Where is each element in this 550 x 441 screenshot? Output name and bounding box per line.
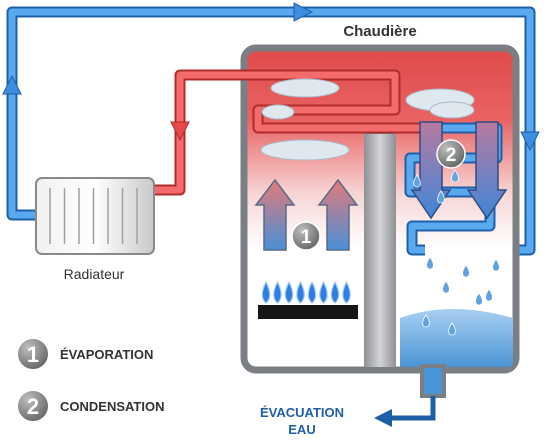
flame-icon (296, 280, 305, 304)
arrow-up-icon (254, 178, 359, 251)
flame-icon (261, 280, 351, 304)
boiler-title: Chaudière (343, 23, 416, 40)
arrow-right-icon (293, 2, 314, 22)
drain-label-line1: ÉVACUATION (260, 405, 344, 420)
droplet-icon (413, 169, 500, 336)
cloud-icon (429, 101, 475, 119)
cloud-icon (270, 78, 340, 98)
burner (258, 305, 358, 319)
droplet-icon (492, 258, 500, 272)
stage-1-badge: 1 (291, 221, 321, 251)
stage-2-badge: 2 (436, 139, 466, 169)
hot-water-pipe (152, 69, 420, 196)
svg-text:ÉVAPORATION: ÉVAPORATION (60, 347, 153, 362)
droplet-icon (475, 292, 483, 306)
flame-icon (342, 280, 351, 304)
flame-icon (330, 280, 340, 304)
svg-text:1: 1 (301, 227, 312, 248)
radiator-label: Radiateur (64, 266, 125, 282)
flame-icon (273, 280, 282, 304)
radiator (35, 177, 155, 255)
flame-icon (261, 280, 271, 304)
condensate-water (400, 309, 513, 367)
arrow-down-icon (170, 121, 190, 142)
cloud-icon (260, 139, 350, 161)
svg-text:2: 2 (446, 145, 457, 166)
cloud-icon (260, 78, 475, 161)
droplet-icon (442, 280, 450, 294)
divider-pillar (364, 124, 396, 367)
flame-icon (319, 280, 328, 304)
droplet-icon (462, 264, 470, 278)
droplet-icon (451, 169, 459, 183)
legend-item-evaporation: 1 ÉVAPORATION (16, 337, 153, 371)
flame-icon (307, 280, 317, 304)
arrow-down-icon (520, 131, 540, 152)
droplet-icon (448, 322, 456, 336)
legend: 1 ÉVAPORATION 2 CONDENSATION (16, 337, 164, 423)
drain-label-line2: EAU (288, 422, 315, 437)
droplet-icon (426, 256, 434, 270)
cloud-icon (261, 104, 295, 120)
legend-item-condensation: 2 CONDENSATION (16, 389, 164, 423)
arrow-up-icon (2, 74, 22, 95)
svg-text:1: 1 (27, 342, 39, 367)
droplet-icon (437, 190, 445, 204)
svg-text:CONDENSATION: CONDENSATION (60, 399, 164, 414)
svg-text:2: 2 (27, 394, 39, 419)
flame-icon (284, 280, 294, 304)
droplet-icon (422, 314, 430, 328)
droplet-icon (485, 288, 493, 302)
drain-arrow-icon (390, 396, 436, 421)
droplet-icon (413, 174, 421, 188)
